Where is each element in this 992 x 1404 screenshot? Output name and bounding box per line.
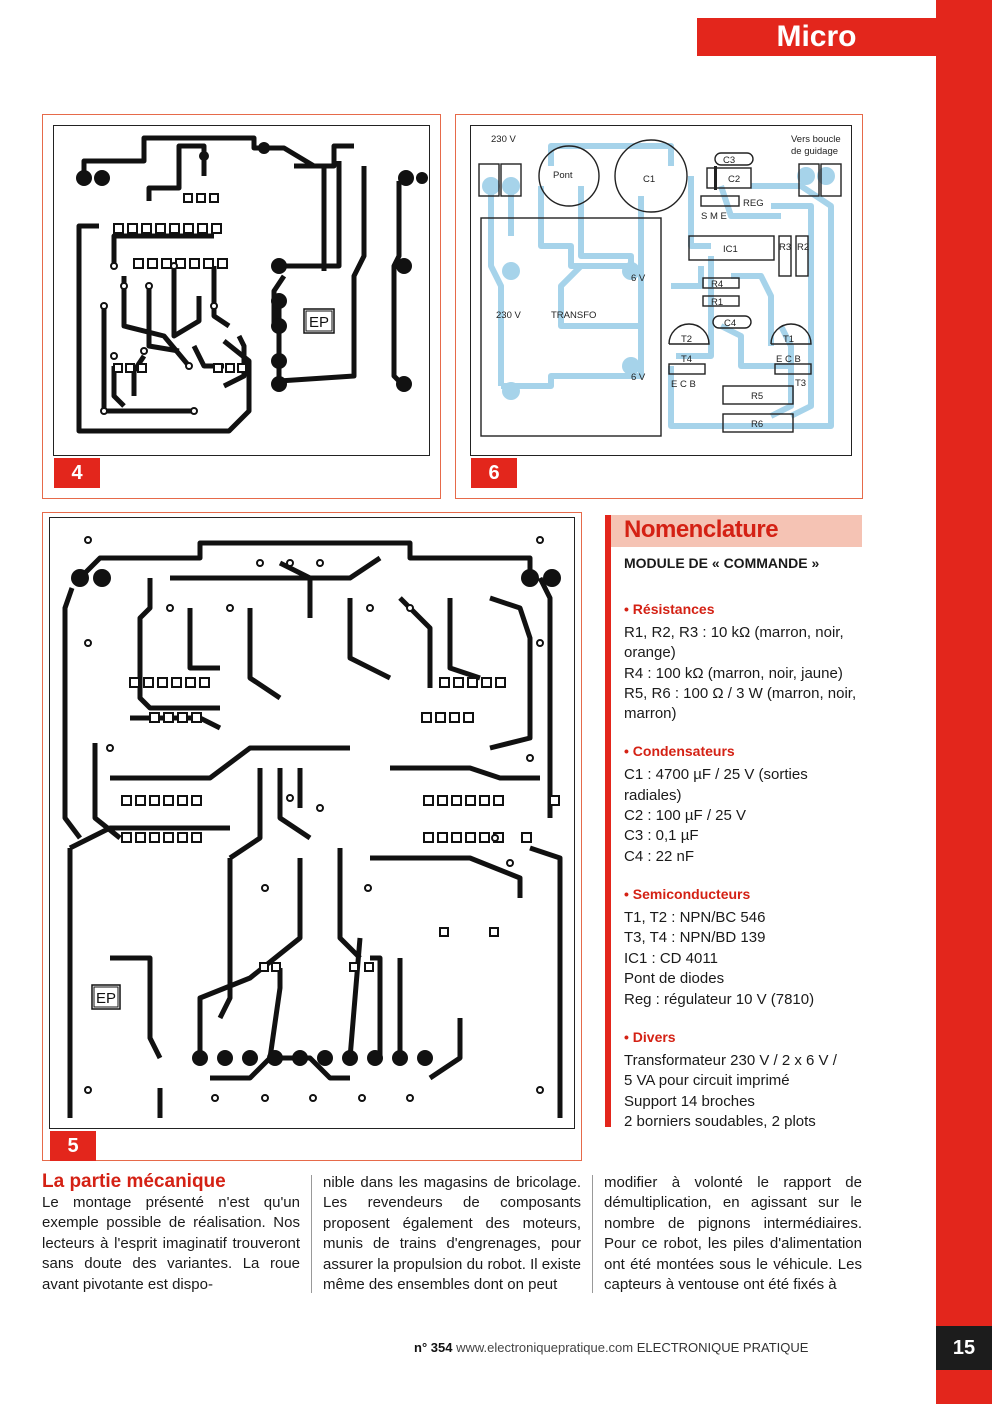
website-link[interactable]: www.electroniquepratique.com [456,1340,634,1355]
label-r6: R6 [751,419,763,430]
figure-6-number: 6 [471,458,517,488]
figure-4-number: 4 [54,458,100,488]
parts-line: IC1 : CD 4011 [624,950,718,967]
label-r5: R5 [751,391,763,402]
section-divers: • Divers [624,1029,676,1045]
figure-4-pcb: EP [53,125,430,456]
parts-line: radiales) [624,787,682,804]
label-6v-a: 6 V [631,273,646,284]
fig4-ep-logo: EP [309,314,329,331]
label-c4: C4 [724,318,736,329]
page-number: 15 [936,1326,992,1370]
label-loop-2: de guidage [791,146,838,157]
figure-6-frame: 230 V Vers boucle de guidage Pont C1 C3 … [455,114,863,499]
section-semiconducteurs: • Semiconducteurs [624,886,751,902]
parts-line: marron) [624,705,677,722]
section-resistances: • Résistances [624,601,715,617]
label-t3: T3 [795,378,806,389]
label-ecb-2: E C B [671,379,696,390]
pcb-component-overlay-fig6: 230 V Vers boucle de guidage Pont C1 C3 … [478,134,842,437]
parts-line: C1 : 4700 µF / 25 V (sorties [624,766,808,783]
figure-6-component-layout: 230 V Vers boucle de guidage Pont C1 C3 … [470,125,852,456]
figure-5-frame: EP 5 [42,512,582,1161]
parts-line: Pont de diodes [624,970,725,987]
parts-line: Reg : régulateur 10 V (7810) [624,991,815,1008]
parts-line: R5, R6 : 100 Ω / 3 W (marron, noir, [624,685,857,702]
label-230v-side: 230 V [496,310,521,321]
figure-4-frame: EP 4 [42,114,441,499]
article-column-1: Le montage présenté n'est qu'un exemple … [42,1194,300,1293]
nomenclature-accent-bar [605,515,611,1127]
label-r4: R4 [711,279,723,290]
pcb-copper-traces-fig4: EP [76,135,428,434]
issue-number: n° 354 [414,1340,453,1355]
parts-line: T1, T2 : NPN/BC 546 [624,909,766,926]
article-heading: La partie mécanique [42,1171,226,1192]
parts-line: C2 : 100 µF / 25 V [624,807,747,824]
magazine-name: ELECTRONIQUE PRATIQUE [636,1340,809,1355]
parts-line: Support 14 broches [624,1093,755,1110]
figure-5-number: 5 [50,1131,96,1161]
parts-line: orange) [624,644,676,661]
parts-line: R1, R2, R3 : 10 kΩ (marron, noir, [624,624,844,641]
nomenclature-title: Nomenclature [624,516,779,543]
parts-line: T3, T4 : NPN/BD 139 [624,929,766,946]
label-t1: T1 [783,334,794,345]
figure-5-pcb: EP [49,517,575,1129]
section-condensateurs: • Condensateurs [624,743,735,759]
label-t4: T4 [681,354,692,365]
label-r2: R2 [797,242,809,253]
column-divider [311,1175,312,1293]
fig5-ep-logo: EP [96,990,116,1007]
label-pont: Pont [553,170,573,181]
article-column-2: nible dans les magasins de bricolage. Le… [323,1174,581,1294]
label-ecb-1: E C B [776,354,801,365]
label-c2: C2 [728,174,740,185]
nomenclature-subtitle: MODULE DE « COMMANDE » [624,555,820,571]
page-footer: n° 354 www.electroniquepratique.com ELEC… [414,1340,808,1355]
label-ic1: IC1 [723,244,738,255]
label-r3: R3 [779,242,791,253]
parts-line: C4 : 22 nF [624,848,695,865]
label-c1: C1 [643,174,655,185]
parts-line: R4 : 100 kΩ (marron, noir, jaune) [624,665,843,682]
parts-line: 5 VA pour circuit imprimé [624,1072,790,1089]
label-6v-b: 6 V [631,372,646,383]
nomenclature-title-band [611,515,862,547]
label-reg: REG [743,198,764,209]
label-sme: S M E [701,211,727,222]
label-t2: T2 [681,334,692,345]
label-transfo: TRANSFO [551,310,596,321]
label-c3: C3 [723,155,735,166]
label-230v-top: 230 V [491,134,516,145]
label-loop-1: Vers boucle [791,134,841,145]
parts-line: Transformateur 230 V / 2 x 6 V / [624,1052,837,1069]
parts-line: 2 borniers soudables, 2 plots [624,1113,816,1130]
pcb-copper-traces-fig5: EP [62,536,563,1118]
parts-line: C3 : 0,1 µF [624,827,699,844]
section-tab: Micro [697,18,936,56]
column-divider [592,1175,593,1293]
article-column-3: modifier à volonté le rapport de démulti… [604,1174,862,1294]
label-r1: R1 [711,297,723,308]
side-color-strip [936,0,992,1404]
